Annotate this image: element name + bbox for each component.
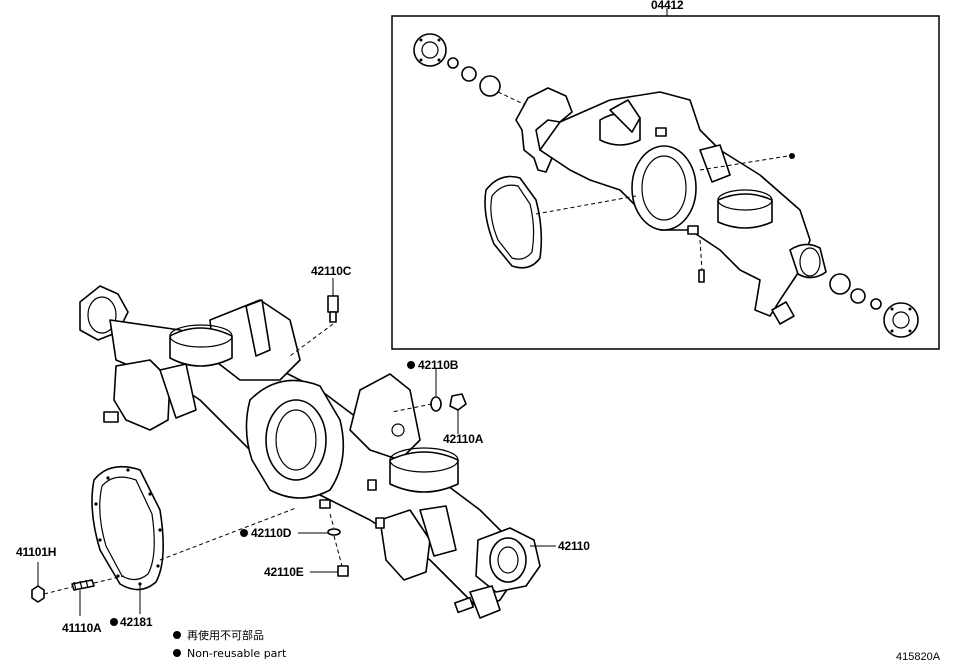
kit-right-flange xyxy=(883,302,919,338)
kit-callout: 04412 xyxy=(651,0,684,12)
breather-plug xyxy=(289,278,339,357)
legend: 再使用不可部品 Non-reusable part xyxy=(173,628,287,660)
callout-41101h: 41101H xyxy=(16,545,56,559)
kit-left-ring-1 xyxy=(447,57,459,69)
callout-42110a: 42110A xyxy=(443,432,484,446)
legend-line-en: Non-reusable part xyxy=(187,647,287,660)
callout-42181: 42181 xyxy=(120,615,153,629)
kit-box: 04412 xyxy=(391,0,940,350)
callout-41110a: 41110A xyxy=(62,621,102,635)
kit-right-oring xyxy=(829,273,851,295)
non-reusable-dot-42110b xyxy=(407,361,415,369)
legend-dot-1 xyxy=(173,631,181,639)
callout-42110: 42110 xyxy=(558,539,590,553)
kit-left-oring xyxy=(479,75,501,97)
kit-right-ring-2 xyxy=(870,298,882,310)
kit-left-ring-2 xyxy=(461,66,477,82)
non-reusable-dot-42181 xyxy=(110,618,118,626)
kit-axle-housing xyxy=(515,87,827,325)
kit-drain-plug xyxy=(789,153,795,159)
drain-plug-assembly xyxy=(391,368,467,434)
kit-left-flange xyxy=(413,33,447,67)
nut-and-stud xyxy=(31,562,125,616)
legend-line-cn: 再使用不可部品 xyxy=(187,628,264,642)
callout-42110d: 42110D xyxy=(251,526,292,540)
callout-42110c: 42110C xyxy=(311,264,352,278)
kit-stud xyxy=(698,269,705,283)
axle-housing-assembly xyxy=(79,285,541,619)
kit-right-ring-1 xyxy=(850,288,866,304)
callout-42110b: 42110B xyxy=(418,358,459,372)
differential-gasket xyxy=(91,465,297,614)
non-reusable-dot-42110d xyxy=(240,529,248,537)
callout-42110e: 42110E xyxy=(264,565,304,579)
figure-number: 415820A xyxy=(896,651,941,663)
lower-plug-assembly xyxy=(298,513,349,577)
legend-dot-2 xyxy=(173,649,181,657)
